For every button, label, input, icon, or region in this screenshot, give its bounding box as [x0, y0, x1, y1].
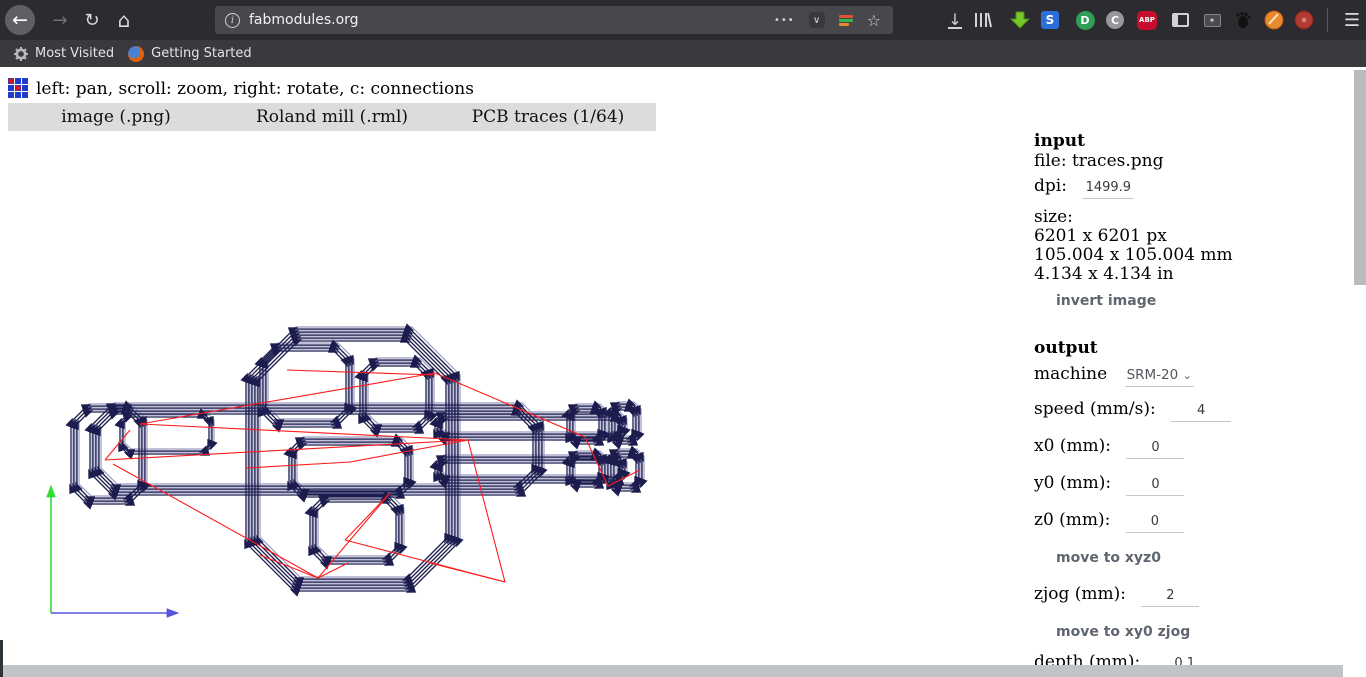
reload-button[interactable]: ↻ [76, 4, 108, 36]
bookmark-most-visited[interactable]: Most Visited [14, 46, 114, 61]
fabmodules-logo-icon [8, 78, 29, 99]
output-section-heading: output [1034, 338, 1098, 358]
size-label: size: [1034, 207, 1073, 227]
library-icon[interactable] [971, 8, 995, 32]
x0-input[interactable]: 0 [1126, 440, 1184, 459]
window-edge-strip [0, 640, 3, 677]
scrollbar-thumb[interactable] [1354, 70, 1366, 285]
downloads-icon[interactable]: ↓ [943, 8, 967, 32]
speed-row: speed (mm/s): 4 [1034, 399, 1231, 422]
controls-hint: left: pan, scroll: zoom, right: rotate, … [8, 78, 474, 99]
orange-ball-extension-icon[interactable] [1262, 8, 1286, 32]
tab-roland-mill[interactable]: Roland mill (.rml) [224, 107, 440, 127]
gnome-foot-icon[interactable] [1231, 8, 1255, 32]
chevron-down-icon: ⌄ [1183, 369, 1192, 382]
forward-button[interactable]: → [44, 4, 76, 36]
size-mm: 105.004 x 105.004 mm [1034, 245, 1233, 265]
machine-select[interactable]: SRM-20 ⌄ [1125, 367, 1194, 387]
z0-row: z0 (mm): 0 [1034, 510, 1184, 533]
bookmark-star-icon[interactable]: ☆ [867, 11, 881, 30]
tab-image-png[interactable]: image (.png) [8, 107, 224, 127]
browser-chrome: ← → ↻ ⌂ i fabmodules.org ••• ∨ ☆ ↓ S [0, 0, 1366, 67]
zjog-row: zjog (mm): 2 [1034, 584, 1199, 607]
speed-input[interactable]: 4 [1171, 403, 1231, 422]
gear-icon [14, 47, 28, 61]
site-info-icon[interactable]: i [225, 13, 240, 28]
toolpath-canvas[interactable] [30, 315, 690, 635]
tab-pcb-traces[interactable]: PCB traces (1/64) [440, 107, 656, 127]
zjog-input[interactable]: 2 [1141, 588, 1199, 607]
url-text[interactable]: fabmodules.org [249, 12, 359, 28]
x0-row: x0 (mm): 0 [1034, 436, 1184, 459]
size-in: 4.134 x 4.134 in [1034, 264, 1174, 284]
adblock-plus-icon[interactable]: ABP [1135, 8, 1159, 32]
screenshot-extension-icon[interactable]: ✶ [1200, 8, 1224, 32]
bookmark-getting-started[interactable]: Getting Started [128, 46, 252, 62]
sidebar-toggle-icon[interactable] [1168, 8, 1192, 32]
bookmarks-bar: Most Visited Getting Started [0, 40, 1366, 67]
red-ball-extension-icon[interactable]: ✳ [1292, 8, 1316, 32]
y0-input[interactable]: 0 [1126, 477, 1184, 496]
dpi-input[interactable]: 1499.9 [1082, 180, 1134, 199]
input-section-heading: input [1034, 131, 1085, 151]
page-actions-icon[interactable]: ••• [774, 15, 795, 26]
home-button[interactable]: ⌂ [108, 4, 140, 36]
green-extension-icon[interactable]: D [1073, 8, 1097, 32]
browser-toolbar: ← → ↻ ⌂ i fabmodules.org ••• ∨ ☆ ↓ S [0, 0, 1366, 40]
y0-row: y0 (mm): 0 [1034, 473, 1184, 496]
blue-s-extension-icon[interactable]: S [1038, 8, 1062, 32]
fabmodules-page: left: pan, scroll: zoom, right: rotate, … [0, 68, 1366, 677]
gray-c-extension-icon[interactable]: C [1103, 8, 1127, 32]
z0-input[interactable]: 0 [1126, 514, 1184, 533]
pocket-icon[interactable]: ∨ [809, 12, 825, 28]
reader-extension-icon[interactable] [839, 14, 853, 27]
back-button[interactable]: ← [5, 5, 35, 35]
module-tab-bar: image (.png) Roland mill (.rml) PCB trac… [8, 103, 656, 131]
video-downloader-icon[interactable] [1008, 8, 1032, 32]
svg-text:✳: ✳ [1301, 16, 1308, 25]
toolbar-divider [1327, 8, 1328, 32]
input-file-line: file: traces.png [1034, 151, 1163, 171]
machine-row: machine SRM-20 ⌄ [1034, 364, 1194, 384]
move-to-xy0-zjog-button[interactable]: move to xy0 zjog [1056, 624, 1190, 640]
bottom-panel-edge [0, 665, 1343, 677]
url-bar[interactable]: i fabmodules.org ••• ∨ ☆ [215, 6, 893, 34]
invert-image-button[interactable]: invert image [1056, 293, 1156, 309]
menu-button[interactable]: ☰ [1336, 4, 1366, 36]
move-to-xyz0-button[interactable]: move to xyz0 [1056, 550, 1161, 566]
dpi-row: dpi: 1499.9 [1034, 176, 1134, 199]
size-px: 6201 x 6201 px [1034, 226, 1167, 246]
firefox-icon [128, 46, 144, 62]
